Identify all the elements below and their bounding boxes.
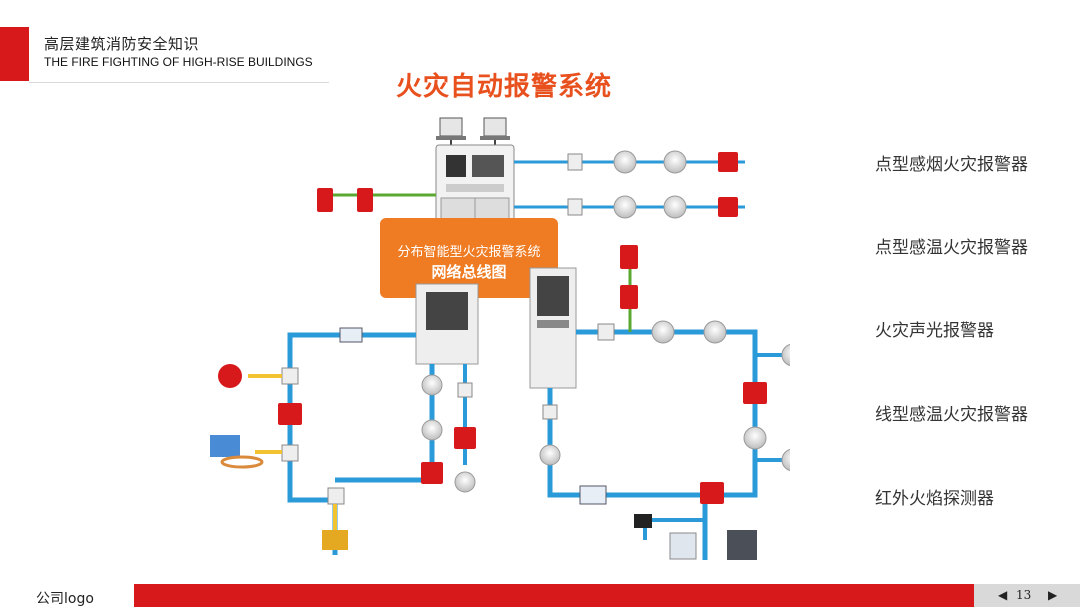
sub-control-cabinet-left — [415, 283, 479, 365]
gas-detector-icon — [322, 530, 348, 550]
header-divider — [29, 82, 329, 83]
smoke-detector-icon — [613, 150, 637, 174]
page-number: 13 — [1016, 588, 1032, 602]
legend-item-infrared-flame-detector: 红外火焰探测器 — [875, 489, 994, 509]
manual-call-point-icon — [718, 197, 738, 217]
input-module-icon — [281, 444, 299, 462]
sound-light-alarm-icon — [620, 245, 638, 269]
network-bus-label-box: 分布智能型火灾报警系统 网络总线图 — [380, 218, 558, 298]
input-module-icon — [281, 367, 299, 385]
repeater-panel-icon — [339, 327, 363, 343]
fire-alarm-network-diagram: 分布智能型火灾报警系统 网络总线图 — [210, 117, 790, 560]
header-title-en: THE FIRE FIGHTING OF HIGH-RISE BUILDINGS — [44, 55, 313, 69]
legend-item-heat-detector: 点型感温火灾报警器 — [875, 238, 1028, 258]
footer-nav-area — [974, 584, 1080, 607]
next-page-icon[interactable]: ▶ — [1048, 588, 1058, 602]
heat-detector-icon — [613, 195, 637, 219]
central-label-line1: 分布智能型火灾报警系统 — [397, 244, 540, 260]
legend-item-linear-heat-detector: 线型感温火灾报警器 — [875, 405, 1028, 425]
alarm-left-1-icon — [317, 188, 333, 212]
page-title: 火灾自动报警系统 — [396, 72, 613, 102]
input-module-icon — [567, 153, 583, 171]
manual-call-point-icon — [278, 403, 302, 425]
manual-call-point-icon — [718, 152, 738, 172]
legend-item-smoke-detector: 点型感烟火灾报警器 — [875, 155, 1028, 175]
header-accent-block — [0, 27, 29, 81]
input-module-icon — [567, 198, 583, 216]
header-title-cn: 高层建筑消防安全知识 — [44, 35, 200, 53]
central-label-line2: 网络总线图 — [431, 263, 506, 281]
sound-light-alarm-icon — [620, 285, 638, 309]
flame-detector-icon — [218, 364, 242, 388]
main-control-console — [435, 144, 515, 228]
company-logo-text: 公司logo — [36, 591, 94, 607]
smoke-detector-icon — [663, 150, 687, 174]
prev-page-icon[interactable]: ◀ — [998, 588, 1008, 602]
alarm-left-2-icon — [357, 188, 373, 212]
footer-red-bar — [134, 584, 974, 607]
legend-item-sound-light-alarm: 火灾声光报警器 — [875, 321, 994, 341]
input-module-icon — [327, 487, 345, 505]
sub-control-cabinet-right — [529, 267, 577, 389]
heat-detector-icon — [663, 195, 687, 219]
linear-heat-detector-icon — [210, 435, 240, 457]
